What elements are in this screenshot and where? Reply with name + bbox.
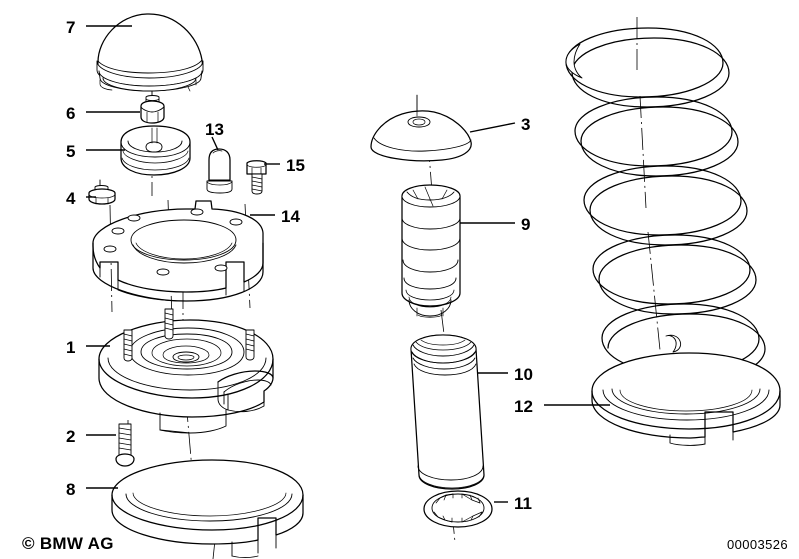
- part-2-hex-bolt-lower: [115, 423, 135, 467]
- part-1-studs: [123, 308, 255, 362]
- callout-14: 14: [281, 207, 300, 226]
- part-4-collar-nut: [88, 179, 116, 205]
- drawing-number: 00003526: [727, 537, 789, 552]
- part-14-guide-support-plate: [92, 200, 264, 302]
- callout-6: 6: [66, 104, 76, 123]
- part-5-rubber-mount: [120, 125, 191, 176]
- callout-9: 9: [521, 215, 531, 234]
- callout-7: 7: [66, 18, 76, 37]
- callout-11: 11: [514, 494, 532, 513]
- callout-4: 4: [66, 189, 76, 208]
- part-11-retaining-ring: [423, 490, 493, 528]
- callout-15: 15: [286, 156, 305, 175]
- callout-2: 2: [66, 427, 76, 446]
- part-13-rubber-stopper: [206, 148, 233, 194]
- leader-13: [211, 136, 219, 151]
- callout-5: 5: [66, 142, 76, 161]
- part-12-spring-seat-pad: [591, 352, 781, 446]
- part-7-protection-cap: [96, 13, 204, 97]
- callout-1: 1: [66, 338, 76, 357]
- part-15-hex-bolt-upper: [246, 160, 267, 195]
- plate-bolt-holes: [103, 208, 243, 276]
- leader-lines: [86, 25, 610, 503]
- part-1-strut-support-bearing: [98, 308, 274, 434]
- copyright-notice: © BMW AG: [22, 534, 114, 553]
- callout-8: 8: [66, 480, 76, 499]
- coil-spring: [565, 27, 766, 377]
- part-6-hex-nut: [140, 95, 165, 124]
- callout-12: 12: [514, 397, 533, 416]
- part-10-protective-tube: [410, 334, 485, 490]
- callout-3: 3: [521, 115, 531, 134]
- callout-10: 10: [514, 365, 533, 384]
- part-3-upper-spring-pad: [370, 94, 472, 162]
- leader-3: [469, 122, 516, 133]
- callout-13: 13: [205, 120, 224, 139]
- part-8-lower-spring-pad-ring: [111, 459, 304, 558]
- part-9-bump-stop: [401, 184, 461, 318]
